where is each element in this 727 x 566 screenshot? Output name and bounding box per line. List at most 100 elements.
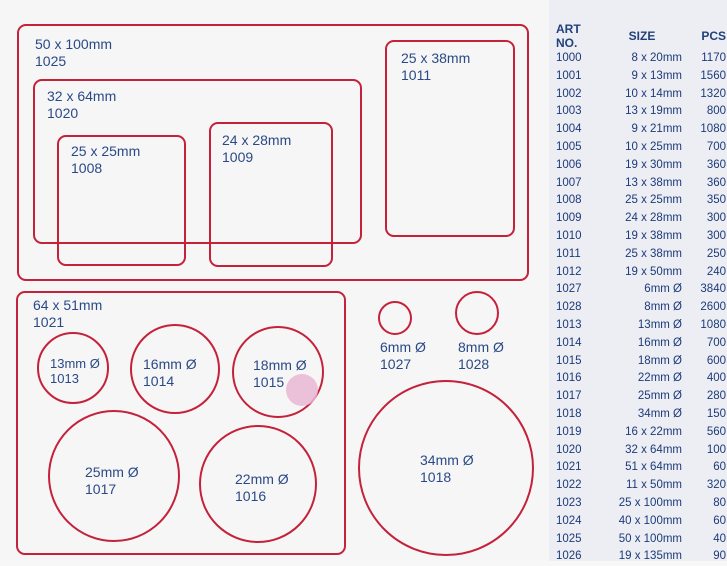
outline-32x64 bbox=[33, 79, 362, 244]
cell-pcs: 1170 bbox=[701, 52, 726, 64]
cell-size: 19 x 50mm bbox=[625, 265, 682, 278]
cell-pcs: 1560 bbox=[700, 69, 726, 82]
cell-size: 51 x 64mm bbox=[625, 461, 682, 474]
cell-pcs: 800 bbox=[706, 105, 726, 118]
header-pcs: PCS bbox=[701, 29, 726, 43]
shape-size: 18mm Ø bbox=[253, 357, 307, 373]
table-panel bbox=[549, 0, 727, 561]
cell-art-no: 1021 bbox=[556, 461, 582, 474]
shape-label-circle-13: 13mm Ø 1013 bbox=[50, 356, 100, 386]
cell-pcs: 3840 bbox=[700, 283, 726, 296]
shape-size: 13mm Ø bbox=[50, 356, 100, 371]
cell-pcs: 700 bbox=[706, 140, 726, 153]
outline-circle-6 bbox=[378, 301, 412, 335]
cell-art-no: 1010 bbox=[556, 229, 582, 242]
cell-size: 8 x 20mm bbox=[631, 52, 683, 64]
shape-art-no: 1025 bbox=[35, 53, 67, 69]
cell-size: 9 x 21mm bbox=[631, 123, 683, 136]
outline-circle-13 bbox=[37, 332, 109, 404]
cell-size: 16mm Ø bbox=[637, 336, 682, 349]
cell-art-no: 1012 bbox=[556, 265, 582, 278]
cell-art-no: 1020 bbox=[556, 443, 582, 456]
shape-size: 25mm Ø bbox=[85, 464, 139, 480]
cell-art-no: 1027 bbox=[556, 283, 582, 296]
cell-size: 22mm Ø bbox=[637, 372, 682, 385]
shape-art-no: 1028 bbox=[458, 356, 490, 372]
shape-label-25x38: 25 x 38mm 1011 bbox=[401, 50, 470, 84]
cell-pcs: 300 bbox=[706, 229, 726, 242]
outline-circle-22 bbox=[199, 425, 317, 543]
shape-art-no: 1020 bbox=[47, 105, 79, 121]
cell-art-no: 1016 bbox=[556, 372, 582, 385]
cell-pcs: 600 bbox=[706, 354, 726, 367]
cell-art-no: 1015 bbox=[556, 354, 582, 367]
shape-size: 34mm Ø bbox=[420, 452, 474, 468]
cell-art-no: 1028 bbox=[556, 301, 582, 314]
shape-art-no: 1017 bbox=[85, 481, 117, 497]
shape-label-circle-8: 8mm Ø 1028 bbox=[458, 339, 504, 373]
shape-label-32x64: 32 x 64mm 1020 bbox=[47, 88, 116, 122]
shape-art-no: 1016 bbox=[235, 488, 267, 504]
cell-size: 19 x 30mm bbox=[625, 158, 682, 171]
shape-art-no: 1013 bbox=[50, 371, 79, 386]
cell-art-no: 1009 bbox=[556, 212, 582, 225]
shape-label-50x100: 50 x 100mm 1025 bbox=[35, 36, 112, 70]
shape-size: 8mm Ø bbox=[458, 339, 504, 355]
shape-label-circle-25: 25mm Ø 1017 bbox=[85, 464, 139, 498]
cell-size: 32 x 64mm bbox=[625, 443, 682, 456]
cell-size: 24 x 28mm bbox=[625, 212, 682, 225]
cell-pcs: 2600 bbox=[700, 301, 726, 314]
cell-art-no: 1007 bbox=[556, 176, 582, 189]
outline-circle-34 bbox=[358, 380, 534, 556]
pink-dot bbox=[286, 374, 318, 406]
shape-size: 50 x 100mm bbox=[35, 36, 113, 52]
outline-64x51 bbox=[16, 291, 346, 555]
cell-size: 40 x 100mm bbox=[618, 514, 682, 527]
header-art-no: ART NO. bbox=[556, 22, 581, 50]
cell-size: 25 x 38mm bbox=[625, 247, 682, 260]
cell-size: 13mm Ø bbox=[637, 318, 682, 331]
cell-art-no: 1022 bbox=[556, 479, 582, 492]
shape-label-circle-18: 18mm Ø 1015 bbox=[253, 357, 307, 391]
cell-art-no: 1011 bbox=[556, 247, 581, 260]
outline-circle-8 bbox=[455, 291, 499, 335]
cell-size: 10 x 25mm bbox=[625, 140, 682, 153]
cell-art-no: 1026 bbox=[556, 550, 582, 563]
cell-pcs: 300 bbox=[706, 212, 726, 225]
cell-art-no: 1013 bbox=[556, 318, 582, 331]
cell-art-no: 1019 bbox=[556, 425, 582, 438]
shape-art-no: 1008 bbox=[71, 160, 103, 176]
cell-art-no: 1005 bbox=[556, 140, 582, 153]
cell-size: 11 x 50mm bbox=[625, 479, 682, 492]
shape-art-no: 1018 bbox=[420, 469, 452, 485]
cell-pcs: 60 bbox=[713, 514, 726, 527]
cell-pcs: 350 bbox=[706, 194, 726, 207]
cell-art-no: 1000 bbox=[556, 52, 582, 64]
cell-size: 19 x 135mm bbox=[618, 550, 682, 563]
shape-art-no: 1015 bbox=[253, 374, 285, 390]
shape-size: 64 x 51mm bbox=[33, 297, 103, 313]
table-header-row: ART NO. SIZE PCS bbox=[551, 22, 726, 50]
shape-label-25x25: 25 x 25mm 1008 bbox=[71, 143, 140, 177]
cell-art-no: 1023 bbox=[556, 496, 582, 509]
cell-size: 13 x 19mm bbox=[625, 105, 682, 118]
cell-pcs: 1320 bbox=[700, 87, 726, 100]
cell-art-no: 1018 bbox=[556, 407, 582, 420]
cell-size: 50 x 100mm bbox=[618, 532, 682, 545]
